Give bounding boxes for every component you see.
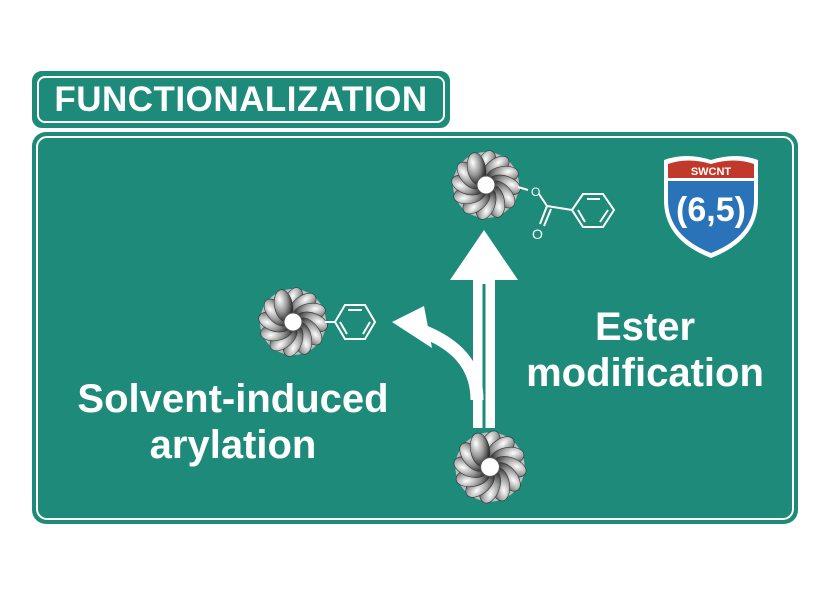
route-label-line: arylation: [149, 423, 317, 467]
benzoate-icon: [517, 186, 616, 228]
title-sign-border: FUNCTIONALIZATION: [37, 76, 445, 123]
route-label-line: modification: [526, 351, 764, 395]
route-label-line: Solvent-induced: [77, 377, 389, 421]
sign-graphics: O O: [255, 147, 616, 507]
interstate-shield-icon: SWCNT (6,5): [664, 156, 758, 258]
title-sign: FUNCTIONALIZATION: [32, 71, 450, 128]
straight-arrow-icon: [450, 230, 518, 428]
shield-main-text: (6,5): [676, 191, 746, 229]
route-label-line: Ester: [594, 305, 696, 349]
nanotube-icon: [255, 284, 331, 360]
route-label-ester: Ester modification: [520, 304, 770, 396]
phenyl-ring-icon: [325, 304, 377, 340]
sign-title: FUNCTIONALIZATION: [54, 80, 428, 119]
highway-sign-border: [36, 136, 794, 520]
ester-oxygen-label: O: [531, 185, 540, 199]
highway-sign: O O SWCNT (6,5) Solvent-induced arylatio…: [32, 132, 798, 524]
nanotube-icon: [450, 427, 530, 507]
left-turn-arrow-icon: [392, 306, 484, 401]
nanotube-icon: [448, 147, 524, 223]
carbonyl-oxygen-label: O: [532, 226, 543, 242]
route-label-arylation: Solvent-induced arylation: [60, 376, 406, 468]
shield-top-text: SWCNT: [691, 166, 732, 178]
